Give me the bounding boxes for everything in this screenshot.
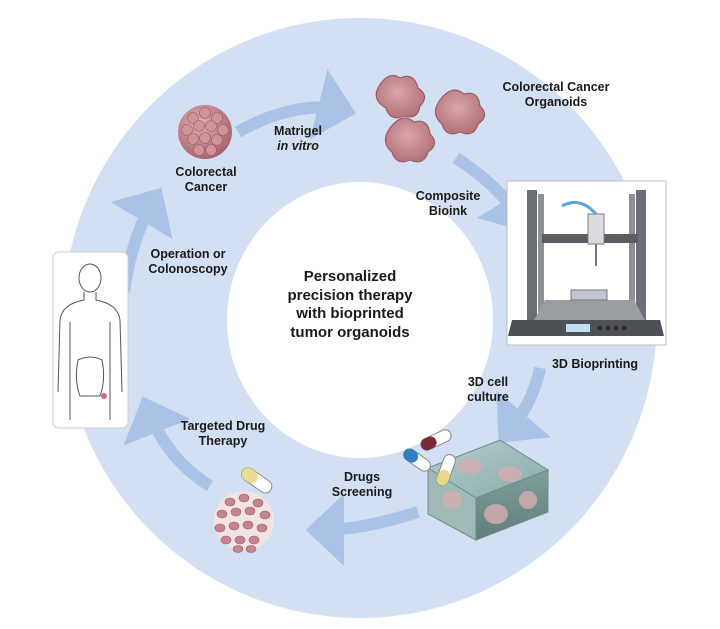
tumor-sphere-icon (178, 105, 232, 159)
hydrogel-block-icon (426, 439, 550, 541)
arrow-cancer-to-organoids (235, 69, 356, 140)
organoid-icon (375, 75, 486, 163)
treated-tumor-icon (214, 467, 274, 553)
label-operation-colonoscopy: Operation or Colonoscopy (148, 247, 228, 276)
label-drugs-screening: Drugs Screening (331, 470, 393, 499)
label-composite-bioink: Composite Bioink (415, 189, 481, 218)
capsule-icon (403, 429, 456, 486)
arrow-printer-to-culture (496, 366, 551, 443)
label-3d-bioprinting: 3D Bioprinting (551, 357, 639, 371)
bioprinter-icon (506, 180, 667, 346)
arrow-culture-to-drug (305, 493, 420, 566)
label-3d-cell-culture: 3D cell culture (467, 375, 509, 404)
label-colorectal-cancer: Colorectal Cancer (175, 165, 237, 194)
center-title: Personalized precision therapy with biop… (240, 268, 460, 342)
label-targeted-drug-therapy: Targeted Drug Therapy (180, 419, 266, 448)
human-body-icon (52, 251, 129, 429)
label-organoids: Colorectal Cancer Organoids (502, 80, 610, 109)
center-title-line: tumor organoids (290, 323, 410, 341)
center-title-line: with bioprinted (296, 305, 404, 322)
center-title-line: precision therapy (287, 286, 413, 304)
center-title-line: Personalized (303, 268, 397, 285)
label-matrigel: Matrigel in vitro (274, 124, 322, 153)
arrow-drug-to-patient (123, 396, 214, 492)
